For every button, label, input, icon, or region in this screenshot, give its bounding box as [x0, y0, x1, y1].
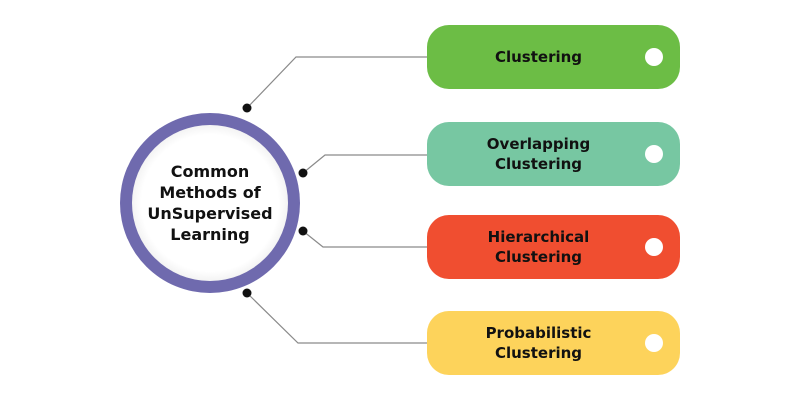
connector-hierarchical-clustering — [302, 230, 440, 248]
method-dot — [645, 334, 663, 352]
connector-dot-hierarchical-clustering — [298, 226, 308, 236]
method-overlapping-clustering: Overlapping Clustering — [427, 122, 680, 186]
method-clustering: Clustering — [427, 25, 680, 89]
method-dot — [645, 48, 663, 66]
method-label-line: Hierarchical — [487, 228, 590, 246]
connector-overlapping-clustering — [302, 154, 440, 174]
method-label: Probabilistic Clustering — [454, 323, 624, 363]
connector-dot-probabilistic-clustering — [242, 288, 252, 298]
method-label-line: Probabilistic — [485, 324, 592, 342]
central-hub-inner: Common Methods of UnSupervised Learning — [132, 125, 288, 281]
method-label: Overlapping Clustering — [454, 134, 624, 174]
method-dot — [645, 238, 663, 256]
connector-clustering — [246, 56, 440, 109]
method-label: Clustering — [454, 47, 624, 67]
method-probabilistic-clustering: Probabilistic Clustering — [427, 311, 680, 375]
hub-title-line: Learning — [170, 225, 250, 244]
connector-dot-clustering — [242, 103, 252, 113]
central-hub: Common Methods of UnSupervised Learning — [120, 113, 300, 293]
method-label-line: Clustering — [494, 344, 583, 362]
hub-title-line: Methods of — [159, 183, 261, 202]
method-label-line: Overlapping — [486, 135, 591, 153]
connector-dot-overlapping-clustering — [298, 168, 308, 178]
hub-title-line: Common — [170, 162, 250, 181]
method-dot — [645, 145, 663, 163]
method-label-line: Clustering — [494, 248, 583, 266]
central-hub-title: Common Methods of UnSupervised Learning — [140, 161, 280, 245]
method-label-line: Clustering — [494, 48, 583, 66]
method-label: Hierarchical Clustering — [454, 227, 624, 267]
method-label-line: Clustering — [494, 155, 583, 173]
connector-probabilistic-clustering — [246, 292, 440, 344]
hub-title-line: UnSupervised — [147, 204, 273, 223]
method-hierarchical-clustering: Hierarchical Clustering — [427, 215, 680, 279]
